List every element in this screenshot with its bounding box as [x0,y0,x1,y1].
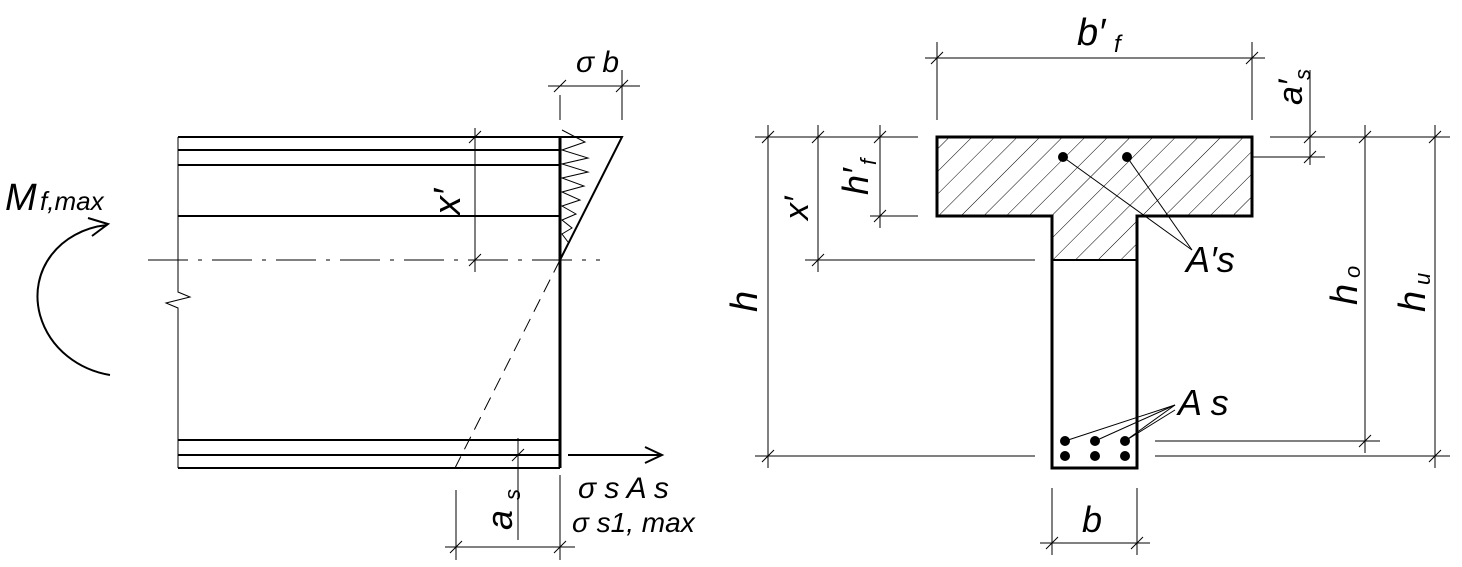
steel-force-arrow: σ s A s σ s1, max [568,446,696,538]
ho-dimension: h o [1155,125,1380,453]
tension-bar [1060,451,1070,461]
h-label: h [724,291,766,312]
hu-label: h [1392,291,1434,312]
beam-elevation [148,136,600,469]
as-prime-subscript: s [1290,69,1315,80]
ho-subscript: o [1340,266,1365,278]
stress-zigzag [560,129,590,243]
tension-bar [1120,451,1130,461]
ho-label: h [1324,284,1366,305]
compression-steel-label: A′s [1184,239,1235,280]
as-label: a [479,510,520,530]
as-subscript: s [500,489,525,500]
as-prime-dimension: a′ s [1252,69,1325,165]
hf-subscript: f [856,156,881,165]
bf-label: b′ [1077,12,1107,54]
tension-bar [1090,451,1100,461]
as-prime-label: a′ [1272,78,1310,105]
moment-subscript: f,max [40,186,105,216]
h-dimension: h [724,125,1035,468]
hf-dimension: h′ f [835,125,918,228]
b-dimension: b [1040,488,1150,555]
hu-dimension: h u [1155,125,1450,468]
hf-label: h′ [835,167,876,195]
steel-force-label: σ s A s [578,472,669,505]
x-prime-dimension: x′ [427,128,482,272]
compression-zone-hatch [937,137,1252,260]
bf-subscript: f [1114,31,1123,58]
sigma-b-label: σ b [576,46,619,79]
moment-label: M [5,177,37,219]
moment-arrow: M f,max [5,177,111,376]
x-prime-right-label: x′ [778,195,816,222]
x-prime-dimension-right: x′ [778,125,1035,272]
moment-curve [36,224,111,376]
strain-line [454,259,561,469]
break-line [164,137,192,468]
as-dimension: a s [445,438,575,560]
leaders: A′s A s [1062,156,1235,442]
steel-stress-label: σ s1, max [572,507,696,538]
b-label: b [1082,499,1102,540]
x-prime-label: x′ [427,187,469,217]
bf-dimension: b′ f [925,12,1265,120]
tension-steel-label: A s [1176,382,1229,423]
t-section [935,135,1254,470]
hu-subscript: u [1410,273,1435,285]
concrete-stress-block: σ b [548,46,640,261]
